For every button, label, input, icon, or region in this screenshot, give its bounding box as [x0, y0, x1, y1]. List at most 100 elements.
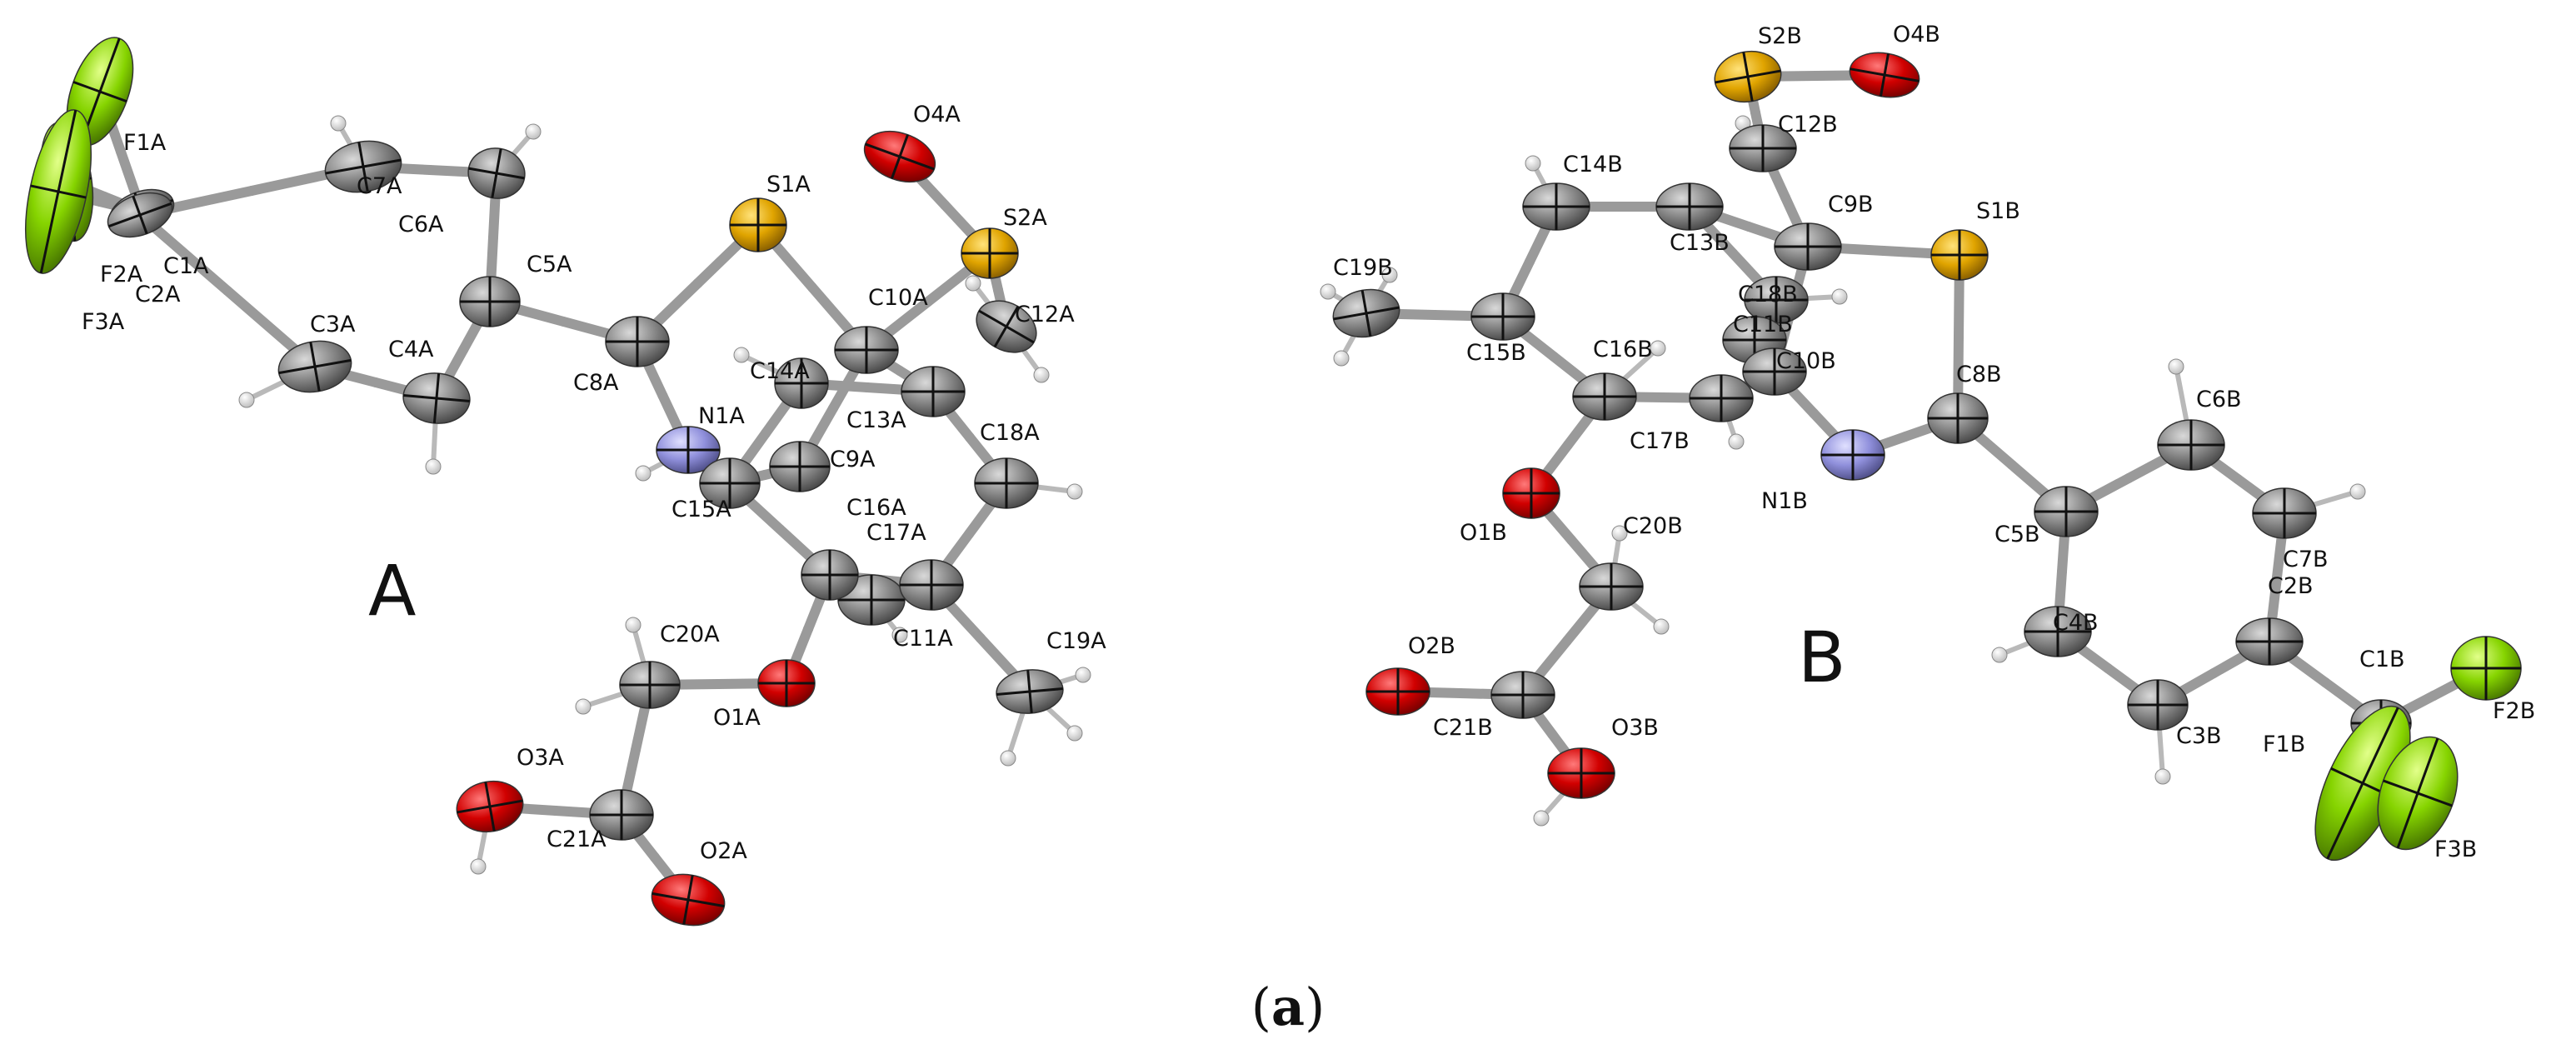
- hydrogen-atom-b-9: [1991, 647, 2008, 663]
- atom-label-c6b: C6B: [2196, 387, 2242, 412]
- hydrogen-atom-b-6: [1831, 288, 1848, 305]
- atom-c6b: [2157, 419, 2225, 471]
- atoms-layer: [25, 37, 2522, 927]
- hydrogen-atom-a-4: [635, 465, 651, 482]
- atom-label-o1b: O1B: [1460, 520, 1507, 546]
- ellipsoid-axis: [1360, 290, 1372, 337]
- atom-c21b: [1490, 671, 1555, 719]
- hydrogen-atom-a-8: [1066, 483, 1083, 500]
- hydrogen-atom-a-9: [1075, 667, 1091, 683]
- atom-o3a: [456, 780, 524, 833]
- atom-c15a: [699, 457, 761, 509]
- atom-c5a: [459, 276, 521, 327]
- atom-label-f2a: F2A: [100, 262, 143, 287]
- atom-o2b: [1365, 667, 1430, 716]
- atom-o3b: [1547, 747, 1615, 799]
- hydrogen-atom-a-5: [733, 347, 750, 363]
- hydrogen-atom-a-13: [575, 698, 592, 715]
- atom-c12b: [1729, 124, 1797, 172]
- hydrogen-atom-a-7: [965, 275, 981, 292]
- hydrogen-atom-a-1: [525, 123, 542, 140]
- ellipsoid-axis: [891, 134, 909, 179]
- atom-c10a: [834, 326, 899, 374]
- atom-label-c1a: C1A: [163, 253, 209, 279]
- atom-c15b: [1470, 292, 1535, 341]
- atom-c7b: [2252, 487, 2317, 539]
- atom-label-f1b: F1B: [2263, 732, 2305, 757]
- atom-label-c21a: C21A: [547, 827, 607, 852]
- hydrogen-atom-b-10: [2154, 768, 2171, 785]
- atom-label-c20b: C20B: [1623, 513, 1683, 539]
- atom-label-s1b: S1B: [1976, 198, 2020, 224]
- atom-c17a: [899, 559, 964, 611]
- hydrogen-atom-b-12: [1653, 618, 1670, 635]
- atom-label-s2a: S2A: [1003, 205, 1047, 231]
- atom-s1a: [729, 197, 787, 252]
- ellipsoid-axis: [39, 109, 77, 274]
- atom-label-c6a: C6A: [398, 212, 444, 237]
- atom-label-c2a: C2A: [135, 282, 181, 307]
- atom-f3a: [25, 109, 92, 274]
- atom-label-c8b: C8B: [1956, 362, 2002, 387]
- atom-label-c19b: C19B: [1333, 255, 1393, 281]
- atom-label-c9b: C9B: [1828, 192, 1874, 217]
- atom-label-c11b: C11B: [1733, 312, 1793, 337]
- atom-c9b: [1774, 222, 1842, 271]
- atom-o1a: [757, 659, 816, 707]
- atom-label-c15b: C15B: [1466, 340, 1526, 366]
- atom-label-f3a: F3A: [82, 309, 125, 335]
- atom-n1b: [1820, 429, 1885, 481]
- atom-c16b: [1572, 372, 1637, 421]
- ellipsoid-axis: [993, 306, 1020, 347]
- atom-s1b: [1930, 229, 1989, 281]
- atom-label-c17b: C17B: [1630, 428, 1690, 454]
- ellipsoid-axis: [2326, 707, 2399, 860]
- bonds-layer: [53, 70, 2491, 905]
- atom-label-c1b: C1B: [2359, 647, 2405, 672]
- hydrogen-atom-a-14: [470, 858, 487, 875]
- atom-c2a: [107, 192, 173, 238]
- atom-label-o4b: O4B: [1893, 22, 1940, 47]
- hydrogen-atom-a-12: [625, 617, 642, 633]
- atom-c18a: [974, 457, 1039, 509]
- atom-c12a: [976, 300, 1037, 353]
- hydrogen-atom-b-0: [1525, 155, 1541, 172]
- ellipsoid-axis: [1742, 52, 1754, 102]
- atom-label-c3b: C3B: [2176, 723, 2222, 749]
- atom-c9a: [769, 441, 831, 492]
- figure-caption: (a): [1251, 977, 1325, 1037]
- atom-c14b: [1522, 182, 1590, 231]
- atom-c16a: [801, 549, 859, 601]
- atom-o1b: [1502, 467, 1560, 519]
- atom-c19b: [1332, 288, 1400, 338]
- atom-label-c5b: C5B: [1994, 522, 2040, 547]
- atom-c7a: [324, 140, 402, 193]
- ellipsoid-axis: [1880, 53, 1890, 97]
- hydrogen-atom-a-15: [891, 627, 908, 643]
- caption-panel-letter: a: [1271, 977, 1305, 1037]
- atom-label-f1a: F1A: [123, 130, 167, 156]
- ellipsoid-axis: [682, 875, 694, 925]
- atom-s2a: [961, 227, 1019, 279]
- hydrogen-atom-b-3: [1333, 350, 1350, 367]
- atom-label-c11a: C11A: [893, 626, 953, 652]
- ellipsoid-axis: [484, 782, 496, 832]
- atom-label-c13b: C13B: [1670, 230, 1730, 256]
- hydrogen-atom-b-11: [1611, 525, 1628, 542]
- hydrogen-atom-a-0: [330, 115, 347, 132]
- atom-c8a: [605, 316, 670, 367]
- ellipsoid-axis: [2396, 737, 2439, 849]
- atom-label-n1b: N1B: [1761, 488, 1808, 514]
- ellipsoid-axis: [357, 142, 369, 192]
- atom-label-c19a: C19A: [1046, 628, 1106, 654]
- atom-o2a: [651, 873, 726, 927]
- atom-label-o2b: O2B: [1408, 633, 1455, 659]
- atom-label-c4b: C4B: [2053, 610, 2099, 636]
- atom-label-c12a: C12A: [1015, 302, 1075, 327]
- hydrogen-atom-b-2: [1320, 283, 1336, 300]
- atom-n1a: [656, 426, 721, 474]
- atom-c13a: [901, 366, 966, 417]
- molecule-label-b: B: [1798, 617, 1846, 698]
- molecule-label-a: A: [368, 550, 416, 632]
